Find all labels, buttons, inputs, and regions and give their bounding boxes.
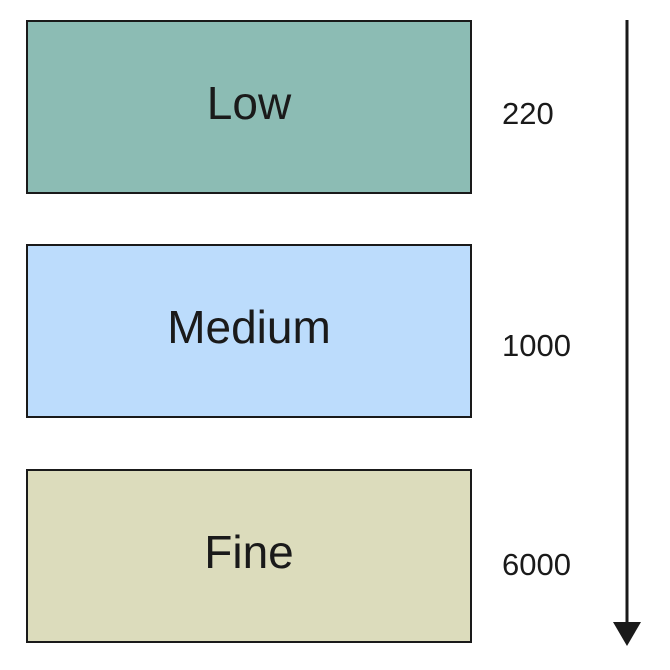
level-box-fine: Fine	[26, 469, 472, 643]
down-arrow-icon	[613, 20, 641, 646]
arrow-head	[613, 622, 641, 646]
level-box-medium: Medium	[26, 244, 472, 418]
level-label-low: Low	[206, 77, 292, 129]
level-label-fine: Fine	[204, 526, 294, 578]
level-value-low: 220	[502, 96, 554, 131]
level-value-medium: 1000	[502, 328, 571, 363]
level-box-low: Low	[26, 20, 472, 194]
level-value-fine: 6000	[502, 547, 571, 582]
level-label-medium: Medium	[167, 301, 331, 353]
